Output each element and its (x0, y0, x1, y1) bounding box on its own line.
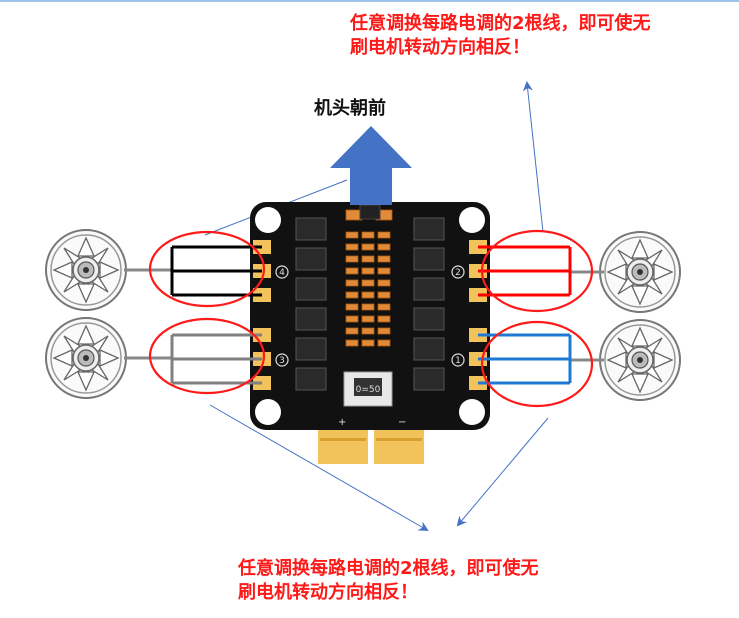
motor-2-icon (599, 231, 681, 313)
forward-arrow-icon (330, 126, 412, 205)
esc-board: 0=50 4 3 2 1 + − (250, 202, 490, 464)
minus-terminal-label: − (398, 417, 406, 428)
motor-3-icon (45, 317, 127, 399)
note-top-line1: 任意调换每路电调的2根线，即可使无 (350, 13, 651, 34)
channel-label-3: 3 (279, 356, 285, 366)
wire-group-2 (478, 245, 572, 297)
channel-label-1: 1 (455, 356, 461, 366)
note-bottom-line2: 刷电机转动方向相反！ (238, 582, 418, 603)
channel-label-4: 4 (279, 268, 285, 278)
channel-label-2: 2 (455, 268, 461, 278)
motor-4-icon (45, 229, 127, 311)
note-top: 任意调换每路电调的2根线，即可使无 刷电机转动方向相反！ (350, 12, 730, 60)
wire-group-4 (170, 245, 262, 297)
note-top-line2: 刷电机转动方向相反！ (350, 37, 530, 58)
window-top-border (0, 0, 739, 2)
regulator-chip-text: 0=50 (356, 385, 381, 395)
motor-1-icon (599, 319, 681, 401)
note-bottom: 任意调换每路电调的2根线，即可使无 刷电机转动方向相反！ (238, 557, 638, 605)
wire-group-1 (478, 333, 572, 385)
motor-leads (124, 268, 604, 362)
wire-group-3 (170, 333, 262, 385)
direction-label: 机头朝前 (314, 98, 386, 119)
highlight-ellipses (148, 229, 594, 408)
note-bottom-line1: 任意调换每路电调的2根线，即可使无 (238, 558, 539, 579)
plus-terminal-label: + (338, 417, 346, 428)
